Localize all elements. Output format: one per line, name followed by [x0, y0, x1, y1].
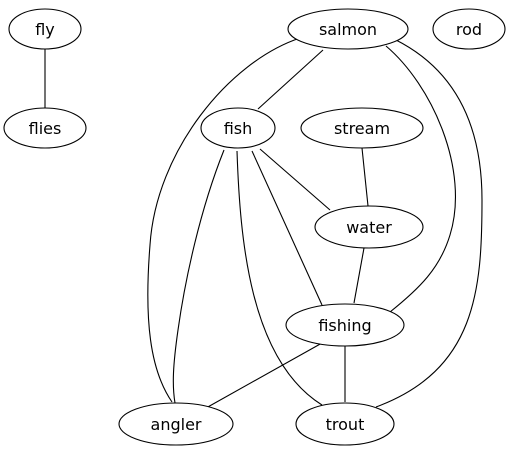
node-flies-label: flies	[29, 119, 62, 138]
node-rod: rod	[432, 8, 506, 50]
node-rod-shape	[432, 8, 506, 50]
node-fish-shape	[200, 107, 276, 149]
node-salmon-shape	[287, 8, 409, 50]
node-salmon: salmon	[287, 8, 409, 50]
node-fishing-label: fishing	[318, 316, 371, 335]
node-fish-label: fish	[224, 119, 253, 138]
node-fishing: fishing	[285, 303, 405, 347]
node-trout-shape	[295, 402, 395, 446]
edge-fish-angler	[172, 149, 225, 404]
node-water-shape	[314, 205, 424, 249]
node-fly-shape	[8, 8, 82, 50]
edge-salmon-angler	[147, 37, 301, 403]
edge-fish-water	[259, 148, 331, 211]
node-fishing-shape	[285, 303, 405, 347]
edges	[44, 37, 483, 409]
edge-fishing-angler	[205, 342, 323, 409]
node-angler-label: angler	[151, 415, 202, 434]
nodes: fly flies salmon rod fish stream water	[3, 8, 506, 446]
edge-fish-fishing	[251, 150, 323, 306]
edge-salmon-trout	[375, 39, 483, 408]
edge-salmon-fishing	[385, 45, 456, 313]
node-flies: flies	[3, 107, 87, 149]
node-trout-label: trout	[326, 415, 365, 434]
node-water-label: water	[346, 218, 392, 237]
edge-salmon-fish	[257, 49, 324, 110]
node-rod-label: rod	[456, 20, 482, 39]
node-stream: stream	[300, 107, 424, 149]
node-fly: fly	[8, 8, 82, 50]
node-stream-label: stream	[334, 119, 390, 138]
node-trout: trout	[295, 402, 395, 446]
node-fish: fish	[200, 107, 276, 149]
node-water: water	[314, 205, 424, 249]
node-fly-label: fly	[35, 20, 55, 39]
edge-water-fishing	[353, 247, 365, 304]
node-stream-shape	[300, 107, 424, 149]
node-angler-shape	[118, 402, 234, 446]
edge-stream-water	[361, 147, 369, 207]
node-angler: angler	[118, 402, 234, 446]
node-salmon-label: salmon	[319, 20, 377, 39]
edge-fish-trout	[236, 150, 323, 406]
node-flies-shape	[3, 107, 87, 149]
